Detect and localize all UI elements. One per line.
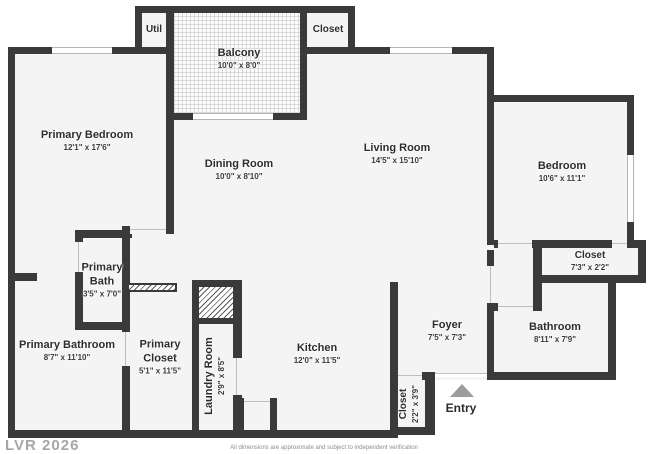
room-label-foyer: Foyer 7'5" x 7'3" — [427, 319, 467, 342]
primary-closet-hatch-strip — [127, 283, 177, 292]
balcony-railing — [193, 113, 273, 120]
wall — [300, 47, 390, 54]
wall — [75, 230, 83, 242]
wall — [75, 322, 130, 330]
wall — [487, 47, 494, 245]
room-label-bedroom-closet: Closet 7'3" x 2'2" — [570, 249, 610, 272]
wall — [166, 47, 174, 234]
wall — [15, 273, 37, 281]
top-closet-floor — [307, 13, 348, 47]
room-label-primary-bath: Primary Bath 3'5" x 7'0" — [81, 261, 123, 298]
wall — [532, 240, 612, 248]
wall — [233, 395, 242, 438]
wall — [348, 6, 355, 54]
primary-closet-door — [122, 332, 130, 366]
wall — [273, 113, 307, 120]
wall — [300, 6, 307, 120]
entry-label: Entry — [445, 401, 477, 415]
wall — [638, 240, 646, 283]
room-label-bathroom: Bathroom 8'11" x 7'9" — [529, 321, 581, 344]
wall — [192, 280, 242, 287]
watermark-logo: LVR 2026 — [5, 437, 80, 454]
laundry-door — [233, 358, 242, 395]
wall — [487, 372, 616, 380]
wall — [8, 430, 398, 438]
wall — [122, 230, 130, 281]
wall — [122, 366, 130, 438]
wall — [533, 275, 646, 283]
room-label-balcony: Balcony 10'0" x 8'0" — [217, 47, 261, 70]
bedroom-floor — [494, 102, 627, 244]
disclaimer-text: All dimensions are approximate and subje… — [230, 445, 418, 451]
room-label-laundry: Laundry Room 2'9" x 8'5" — [203, 337, 226, 415]
wall — [270, 398, 277, 430]
room-label-kitchen: Kitchen 12'0" x 11'5" — [293, 342, 341, 365]
wall — [122, 281, 130, 332]
wall — [533, 303, 542, 311]
entry-closet-door — [398, 372, 422, 380]
bedroom-closet-floor — [541, 247, 638, 276]
room-label-primary-bathroom: Primary Bathroom 8'7" x 11'10" — [19, 339, 115, 362]
wall — [487, 95, 634, 102]
room-label-entry-closet: Closet 2'2" x 3'9" — [397, 384, 420, 424]
wall — [166, 113, 193, 120]
wall — [192, 280, 199, 438]
bedroom-door — [498, 240, 532, 248]
bathroom-door — [498, 303, 533, 311]
room-label-util: Util — [145, 23, 163, 35]
living-top-floor — [307, 54, 487, 120]
wall — [135, 6, 142, 54]
wall — [425, 372, 435, 435]
wall — [627, 240, 646, 248]
wall — [487, 250, 494, 266]
balcony-floor — [174, 13, 300, 113]
room-label-dining-room: Dining Room 10'0" x 8'10" — [204, 158, 274, 181]
wall — [487, 240, 498, 248]
wall — [627, 95, 634, 155]
room-label-primary-closet: Primary Closet 5'1" x 11'5" — [138, 338, 182, 375]
room-label-bedroom: Bedroom 10'6" x 11'1" — [537, 160, 587, 183]
wall — [112, 47, 173, 54]
wall — [390, 427, 435, 435]
wall — [135, 6, 355, 13]
kitchen-niche-opening — [244, 398, 270, 406]
wall — [390, 282, 398, 435]
wall — [75, 230, 132, 238]
primary-bath-door — [75, 242, 83, 272]
window — [390, 47, 452, 54]
wall — [75, 272, 83, 330]
primary-bedroom-floor — [15, 54, 173, 282]
room-label-primary-bedroom: Primary Bedroom 12'1" x 17'6" — [40, 129, 134, 152]
primary-bedroom-door — [130, 226, 166, 234]
hall-opening — [487, 245, 494, 250]
wall — [487, 303, 494, 380]
room-label-top-closet: Closet — [312, 23, 344, 35]
wall — [8, 47, 15, 438]
window — [52, 47, 112, 54]
wall — [608, 283, 616, 380]
wall — [627, 222, 634, 248]
wall — [452, 47, 494, 54]
bedroom-closet-door — [612, 240, 627, 248]
entry-threshold — [435, 373, 487, 377]
entry-arrow-icon — [450, 384, 474, 397]
window — [627, 155, 634, 222]
laundry-mechanical-hatch — [199, 287, 233, 318]
wall — [8, 47, 52, 54]
living-hall-opening — [487, 266, 494, 303]
room-label-living-room: Living Room 14'5" x 15'10" — [363, 142, 431, 165]
wall — [192, 318, 242, 324]
util-floor — [142, 13, 166, 47]
